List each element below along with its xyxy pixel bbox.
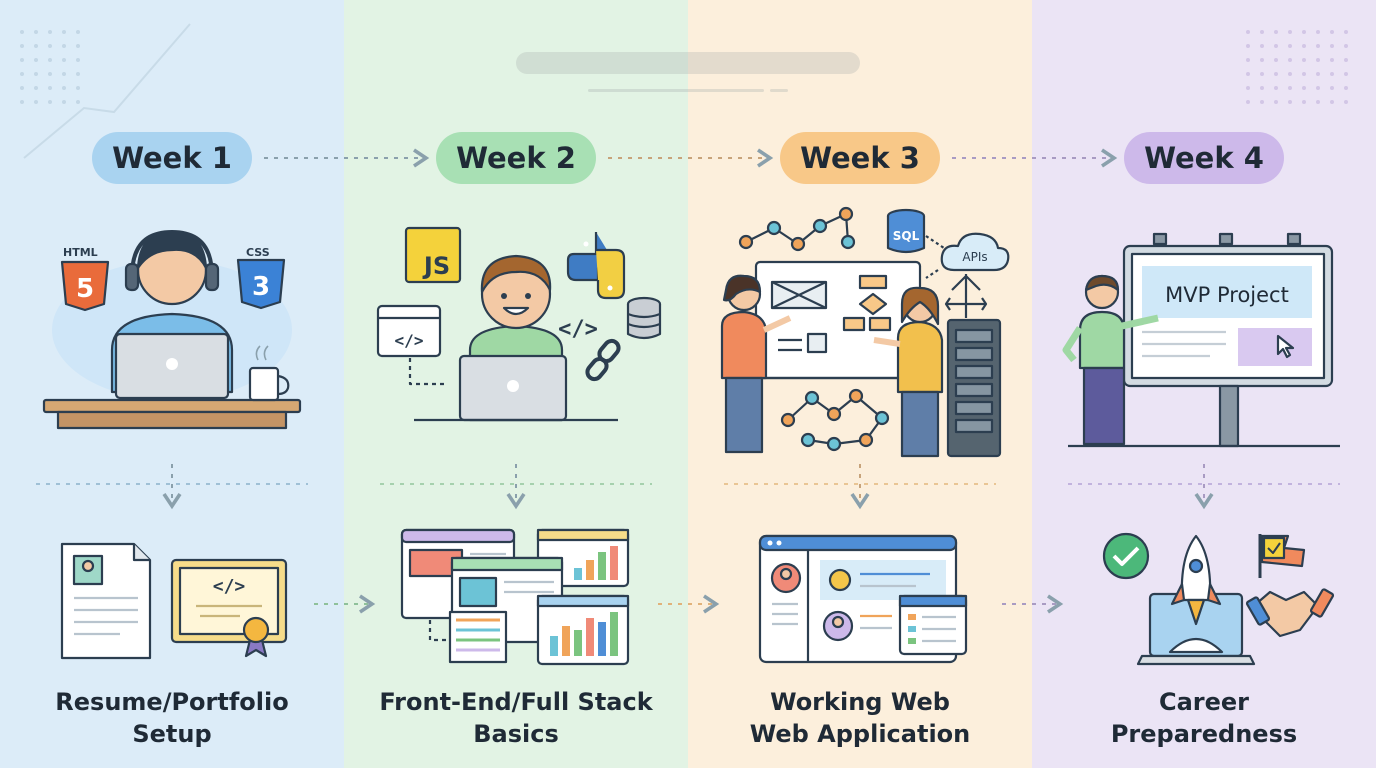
- outcome-week-1: Resume/Portfolio Setup: [0, 686, 344, 750]
- week-2-text: Week 2: [456, 141, 576, 175]
- section-separators: [36, 464, 1340, 614]
- header-placeholder-bar: [516, 52, 860, 74]
- outcome-week-1-line-2: Setup: [132, 720, 212, 748]
- whiteboard: [748, 260, 928, 380]
- week-2-label: Week 2: [436, 132, 596, 184]
- outcome-week-4-line-1: Career: [1158, 688, 1250, 716]
- javascript-icon: JS: [404, 226, 462, 284]
- week2-illustration: JS </> </>: [376, 226, 662, 422]
- checkmark-icon: [1102, 532, 1150, 580]
- svg-text:3: 3: [252, 272, 270, 302]
- chain-link-icon: [585, 338, 621, 382]
- outcome-week-3: Working Web Web Application: [688, 686, 1032, 750]
- presenter-person: [1062, 274, 1159, 446]
- html5-icon: HTML 5: [60, 246, 110, 312]
- svg-text:</>: </>: [395, 331, 424, 350]
- outcome-week-3-line-1: Working Web: [770, 688, 950, 716]
- flag-icon: [1258, 534, 1306, 578]
- svg-text:CSS: CSS: [246, 246, 270, 259]
- database-icon: [626, 296, 662, 340]
- svg-text:SQL: SQL: [893, 229, 920, 243]
- rocket-icon: [1170, 534, 1222, 626]
- resume-certificate-illustration: </>: [60, 542, 288, 660]
- week-1-label: Week 1: [92, 132, 252, 184]
- handshake-icon: [1245, 588, 1335, 638]
- web-application-illustration: [758, 534, 968, 664]
- week-3-text: Week 3: [800, 141, 920, 175]
- cloud-api-icon: APIs: [940, 232, 1010, 272]
- week1-illustration: HTML 5 CSS 3: [42, 230, 302, 430]
- outcome-week-4-line-2: Preparedness: [1110, 720, 1298, 748]
- network-graph-top: [738, 206, 856, 252]
- dashboards-illustration: [400, 528, 630, 666]
- python-icon: [566, 232, 626, 300]
- outcome-week-1-line-1: Resume/Portfolio: [55, 688, 289, 716]
- sql-database-icon: SQL: [886, 208, 926, 254]
- week-4-label: Week 4: [1124, 132, 1284, 184]
- svg-text:5: 5: [76, 274, 94, 304]
- week3-illustration: SQL APIs: [720, 206, 1010, 458]
- svg-text:APIs: APIs: [962, 250, 987, 264]
- week-3-label: Week 3: [780, 132, 940, 184]
- css3-icon: CSS 3: [236, 246, 286, 310]
- dot-grid-decoration-left: [20, 30, 80, 104]
- network-graph-bottom: [780, 388, 890, 452]
- svg-text:HTML: HTML: [63, 246, 98, 259]
- outcome-week-2: Front-End/Full Stack Basics: [344, 686, 688, 750]
- svg-text:JS: JS: [422, 252, 450, 280]
- outcome-week-3-line-2: Web Application: [749, 720, 971, 748]
- outcome-week-2-line-2: Basics: [473, 720, 559, 748]
- server-rack-icon: [944, 274, 1002, 458]
- subheader-placeholder-line: [588, 89, 764, 92]
- code-window-icon: </>: [376, 304, 442, 358]
- svg-text:</>: </>: [213, 576, 246, 597]
- code-tag-glyph: </>: [558, 317, 598, 342]
- outcome-week-4: Career Preparedness: [1032, 686, 1376, 750]
- subheader-placeholder-dot: [770, 89, 788, 92]
- person-left: [720, 274, 792, 454]
- week-1-text: Week 1: [112, 141, 232, 175]
- presentation-billboard: MVP Project: [1122, 232, 1334, 448]
- trend-line-decoration: [23, 23, 191, 159]
- week4-illustration: MVP Project: [1062, 232, 1340, 448]
- outcome-week-2-line-1: Front-End/Full Stack: [379, 688, 653, 716]
- career-launch-illustration: [1102, 532, 1335, 666]
- week-4-text: Week 4: [1144, 141, 1264, 175]
- svg-text:MVP Project: MVP Project: [1165, 283, 1289, 307]
- dot-grid-decoration-right: [1246, 30, 1348, 104]
- person-right: [873, 286, 944, 458]
